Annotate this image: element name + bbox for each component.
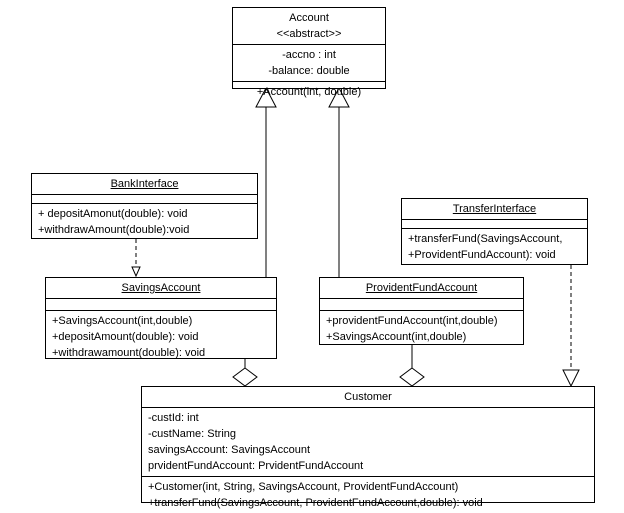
- account-class: Account <<abstract>> -accno : int -balan…: [232, 7, 386, 98]
- savings-inheritance-arrowhead: [255, 86, 277, 108]
- savings-account-method-deposit: +depositAmount(double): void: [52, 331, 199, 343]
- customer-method-constructor: +Customer(int, String, SavingsAccount, P…: [148, 481, 459, 493]
- transfer-realization-arrowhead: [562, 369, 580, 388]
- transfer-interface-methods: +transferFund(SavingsAccount, +Provident…: [402, 228, 587, 265]
- account-class-name: Account: [289, 12, 329, 24]
- account-method-constructor: +Account(int, double): [256, 86, 362, 98]
- account-stereotype: <<abstract>>: [276, 28, 342, 40]
- bank-interface-name: BankInterface: [110, 178, 179, 190]
- provident-fund-account-name: ProvidentFundAccount: [365, 282, 478, 294]
- bank-realization-arrowhead: [131, 266, 141, 278]
- savings-account-method-constructor: +SavingsAccount(int,double): [52, 315, 193, 327]
- savings-account-class: SavingsAccount +SavingsAccount(int,doubl…: [45, 277, 277, 359]
- customer-attribute-provident: prvidentFundAccount: PrvidentFundAccount: [148, 460, 364, 472]
- customer-methods: +Customer(int, String, SavingsAccount, P…: [142, 476, 594, 513]
- customer-attribute-savings: savingsAccount: SavingsAccount: [148, 444, 311, 456]
- savings-account-methods: +SavingsAccount(int,double) +depositAmou…: [46, 310, 276, 363]
- bank-interface-empty-attributes: [32, 194, 257, 203]
- provident-aggregation-diamond: [399, 367, 425, 387]
- transfer-interface-name: TransferInterface: [452, 203, 537, 215]
- account-methods: +Account(int, double): [233, 81, 385, 102]
- account-attributes: -accno : int -balance: double: [233, 44, 385, 81]
- bank-interface-method-withdraw: +withdrawAmount(double):void: [38, 224, 190, 236]
- provident-fund-account-method-constructor: +providentFundAccount(int,double): [326, 315, 498, 327]
- savings-account-method-withdraw: +withdrawamount(double): void: [52, 347, 206, 359]
- provident-fund-account-class: ProvidentFundAccount +providentFundAccou…: [319, 277, 524, 345]
- transfer-interface: TransferInterface +transferFund(SavingsA…: [401, 198, 588, 265]
- savings-account-empty-attributes: [46, 298, 276, 310]
- customer-class-name: Customer: [344, 391, 392, 403]
- customer-attributes: -custId: int -custName: String savingsAc…: [142, 407, 594, 476]
- account-attribute-balance: -balance: double: [268, 65, 350, 77]
- provident-fund-account-methods: +providentFundAccount(int,double) +Savin…: [320, 310, 523, 347]
- account-attribute-accno: -accno : int: [282, 49, 336, 61]
- savings-account-name: SavingsAccount: [121, 282, 201, 294]
- savings-aggregation-diamond: [232, 367, 258, 387]
- bank-interface-methods: + depositAmonut(double): void +withdrawA…: [32, 203, 257, 240]
- provident-fund-account-method-savings: +SavingsAccount(int,double): [326, 331, 467, 343]
- customer-attribute-custname: -custName: String: [148, 428, 237, 440]
- customer-attribute-custid: -custId: int: [148, 412, 199, 424]
- customer-method-transfer: +transferFund(SavingsAccount, ProvidentF…: [148, 497, 483, 509]
- transfer-interface-empty-attributes: [402, 219, 587, 228]
- provident-inheritance-arrowhead: [328, 86, 350, 108]
- transfer-interface-method-line-2: +ProvidentFundAccount): void: [408, 249, 556, 261]
- bank-interface: BankInterface + depositAmonut(double): v…: [31, 173, 258, 239]
- customer-class: Customer -custId: int -custName: String …: [141, 386, 595, 509]
- transfer-interface-method-line-1: +transferFund(SavingsAccount,: [408, 233, 563, 245]
- bank-interface-method-deposit: + depositAmonut(double): void: [38, 208, 188, 220]
- provident-fund-account-empty-attributes: [320, 298, 523, 310]
